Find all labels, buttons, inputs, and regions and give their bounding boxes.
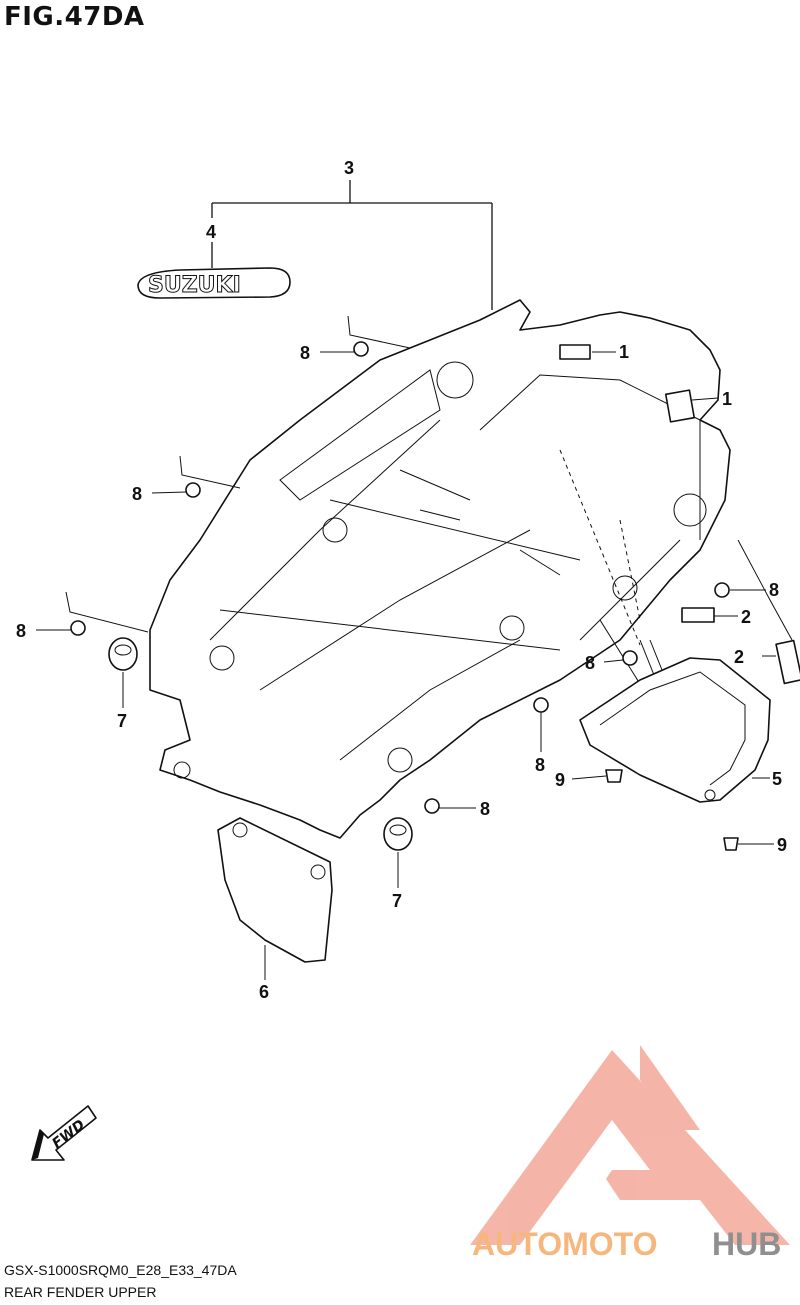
watermark-logo <box>470 1045 790 1245</box>
callout-8e: 8 <box>585 653 595 673</box>
screw-9a <box>605 769 623 783</box>
callout-4: 4 <box>206 222 216 242</box>
label-sticker-2a <box>681 607 715 623</box>
suzuki-emblem: SUZUKI <box>137 267 291 299</box>
clip-8d <box>714 582 730 598</box>
label-sticker-1a <box>559 344 591 360</box>
callout-9b: 9 <box>777 835 787 855</box>
leader-lines <box>36 351 776 980</box>
callout-8g: 8 <box>480 799 490 819</box>
fender-bracket-5 <box>579 657 771 803</box>
clip-pointers <box>65 315 793 641</box>
callout-9a: 9 <box>555 770 565 790</box>
callout-7a: 7 <box>117 711 127 731</box>
clip-8a <box>353 341 369 357</box>
callout-2b: 2 <box>734 647 744 667</box>
grommet-7a <box>108 637 138 671</box>
watermark-text-hub: HUB <box>712 1226 781 1262</box>
callout-8d: 8 <box>769 580 779 600</box>
callout-5: 5 <box>772 769 782 789</box>
fwd-arrow-icon: FWD <box>31 1105 97 1161</box>
callout-1a: 1 <box>619 342 629 362</box>
callout-7b: 7 <box>392 891 402 911</box>
callout-3: 3 <box>344 158 354 178</box>
label-sticker-1b <box>664 389 696 423</box>
diagram-code: GSX-S1000SRQM0_E28_E33_47DA <box>4 1262 237 1278</box>
callout-6: 6 <box>259 982 269 1002</box>
diagram-description: REAR FENDER UPPER <box>4 1284 157 1300</box>
grommet-7b <box>383 817 413 851</box>
clip-8b <box>185 482 201 498</box>
bracket-3 <box>211 180 493 310</box>
clip-8f <box>533 697 549 713</box>
clip-8c <box>70 620 86 636</box>
clip-8g <box>424 798 440 814</box>
callout-1b: 1 <box>722 389 732 409</box>
label-sticker-2b <box>775 639 800 685</box>
emblem-text: SUZUKI <box>148 273 241 298</box>
callout-8c: 8 <box>16 621 26 641</box>
callout-8b: 8 <box>132 484 142 504</box>
watermark-text-automoto: AUTOMOTO <box>472 1226 657 1262</box>
callout-8f: 8 <box>535 755 545 775</box>
callout-2a: 2 <box>741 607 751 627</box>
callout-8a: 8 <box>300 343 310 363</box>
screw-9b <box>723 837 739 851</box>
clip-8e <box>622 650 638 666</box>
mud-flap-6 <box>217 817 333 963</box>
rear-fender-body <box>149 299 731 839</box>
figure-title: FIG.47DA <box>4 2 145 32</box>
